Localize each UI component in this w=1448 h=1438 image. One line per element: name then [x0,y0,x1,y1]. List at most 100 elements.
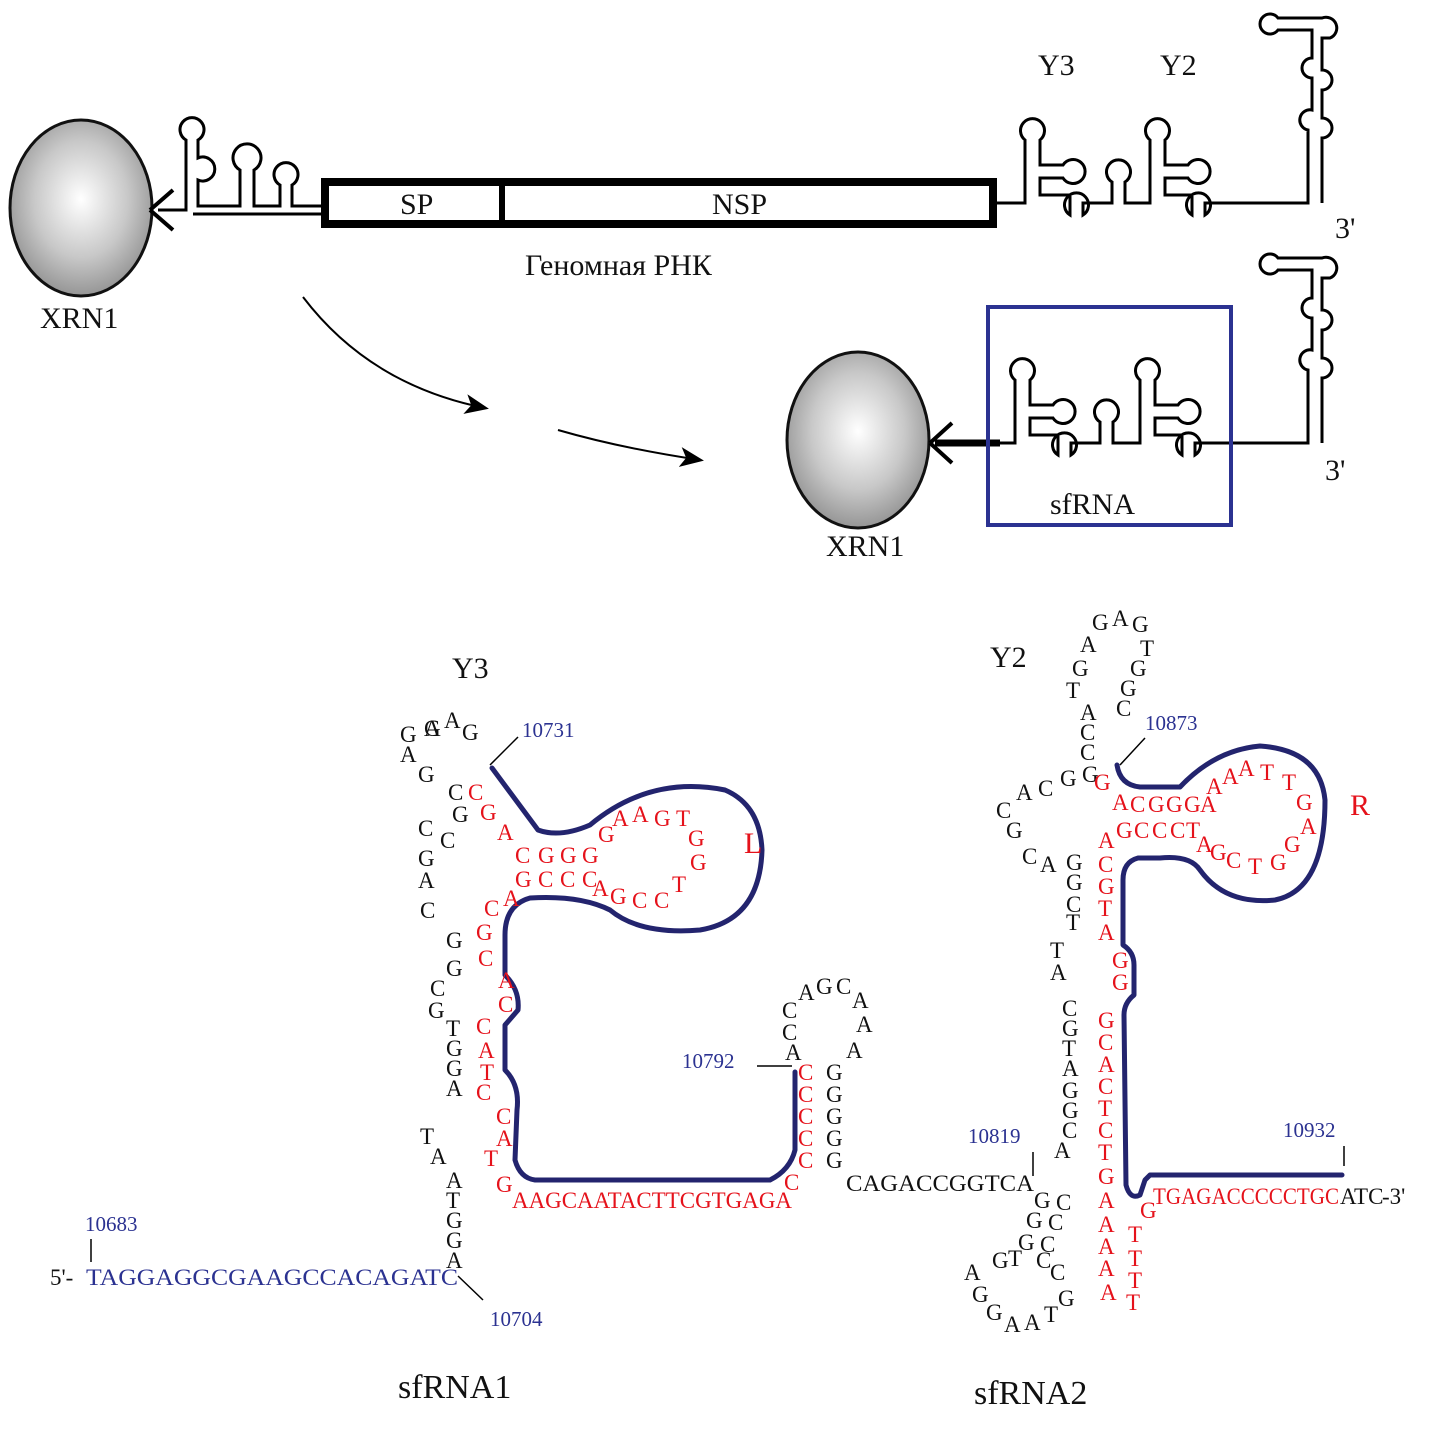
nucleotide-y2-left-black: G [1006,818,1023,843]
r-loop-outline [1114,743,1345,1199]
nucleotide-y2-red-R-loop: A [1206,774,1223,799]
nucleotide-y2-red-right-strand: G [1112,970,1129,995]
nucleotide-y2-red-right-strand: A [1098,1188,1115,1213]
five-prime-label: 5'- [50,1265,73,1290]
sequence-structures-panel: 10683 10704 10731 10792 10819 10873 1093… [50,606,1405,1412]
tail-sequence: ATC [1340,1184,1383,1209]
nucleotide-y2-lower-loop-left: G [972,1282,989,1307]
tick-10873 [1119,737,1146,766]
three-prime-label-1: 3' [1335,212,1355,245]
nucleotide-y3-red-lower-stem: C [582,867,597,892]
nucleotide-y3-left-stem-black: A [400,742,417,767]
y2-title: Y2 [990,641,1027,674]
position-10683: 10683 [85,1212,138,1236]
nucleotide-y2-red-right-strand: A [1100,1280,1117,1305]
nucleotide-y2-lower-loop-left: T [1008,1246,1022,1271]
nucleotide-y2-top-loop-black: A [1112,606,1129,631]
nucleotide-y2-red-right-strand: A [1098,1234,1115,1259]
nucleotide-y2-left-black: T [1062,1036,1076,1061]
nucleotide-y2-left-black: C [1080,740,1095,765]
nucleotide-hp-black-loop: A [856,1012,873,1037]
nucleotide-y2-lower-loop-left: G [986,1300,1003,1325]
nucleotide-y2-lower-loop-right: G [1058,1286,1075,1311]
nucleotide-y2-red-R-loop: G [1296,790,1313,815]
y2-label-top: Y2 [1160,49,1197,82]
nucleotide-y2-left-black: C [1066,892,1081,917]
nucleotide-y2-left-black: G [1060,766,1077,791]
nucleotide-y3-red-L-loop: T [676,806,690,831]
xrn1-label-1: XRN1 [40,302,118,335]
nucleotide-y3-left-stem-black: A [446,1248,463,1273]
nucleotide-y2-left-black: G [1062,1098,1079,1123]
nucleotide-y3-left-stem-black: T [446,1016,460,1041]
linker-sequence: CAGACCGGTCA [846,1171,1034,1196]
nucleotide-y2-left-black: G [1066,870,1083,895]
nucleotide-y2-red-R-loop: G [1210,840,1227,865]
nucleotide-y3-left-stem-black: C [418,816,433,841]
nucleotide-y3-left-stem-black: G [452,802,469,827]
nucleotide-y2-top-loop-black: C [1116,696,1131,721]
nucleotide-y3-red-upper-stem: G [582,843,599,868]
nucleotide-y2-red-right-strand: G [1098,1164,1115,1189]
position-10704: 10704 [490,1307,543,1331]
three-prime-label-2: 3' [1325,454,1345,487]
y2-tail-sequence: TGAGACCCCCTGC [1153,1184,1339,1209]
nucleotide-y2-red-right-strand: G [1098,1008,1115,1033]
nucleotide-y2-red-right-strand: C [1098,852,1113,877]
nucleotide-y2-red-G: G [1094,770,1111,795]
nucleotide-y2-left-black: T [1050,938,1064,963]
nucleotide-hp-black-g: G [826,1060,843,1085]
nucleotide-y3-red-right-strand: C [478,946,493,971]
nucleotide-y3-red-L-loop: C [632,888,647,913]
nucleotide-hp-black-g: G [826,1126,843,1151]
nucleotide-y2-red-upper-stem: C [1130,792,1145,817]
nucleotide-y3-red-L-loop: G [654,806,671,831]
genomic-rna-panel: SP NSP Геномная РНК XRN1 Y3 Y2 3' XRN1 s… [8,12,1355,563]
position-10873: 10873 [1145,711,1198,735]
sfrna1-caption: sfRNA1 [398,1369,511,1406]
nucleotide-y2-red-lower-stem: C [1134,818,1149,843]
nucleotide-y3-left-stem-black: G [446,1036,463,1061]
nucleotide-y2-left-black: A [1040,852,1057,877]
nucleotide-y2-red-R-loop: A [1196,832,1213,857]
nucleotide-y3-left-stem-black: G [446,1228,463,1253]
three-prime-utr-structures-top: Y3 Y2 3' [995,12,1355,245]
nucleotide-y3-left-stem-black: T [420,1124,434,1149]
nucleotide-y3-left-stem-black: G [418,762,435,787]
nucleotide-y2-top-loop-black: T [1066,678,1080,703]
sfrna2-caption: sfRNA2 [974,1375,1087,1412]
nucleotide-hp-black-loop: A [798,980,815,1005]
nucleotide-y3-red-right-strand: C [498,992,513,1017]
nucleotide-y2-red-R-loop: G [1270,850,1287,875]
nucleotide-hp-red-c: C [798,1082,813,1107]
nucleotide-y2-left-black: A [1050,960,1067,985]
nucleotide-y2-left-black: G [1082,762,1099,787]
position-10731: 10731 [522,718,575,742]
nucleotide-y2-lower-loop-right: C [1040,1232,1055,1257]
nucleotide-y2-lower-loop-left: G [1018,1230,1035,1255]
l-loop-outline [489,765,798,1183]
nucleotide-y3-left-stem-black: A [424,716,441,741]
nucleotide-y2-red-tail-left: T [1128,1246,1142,1271]
nucleotide-y2-top-loop-black: T [1140,636,1154,661]
nucleotide-y2-left-black: C [1022,844,1037,869]
nucleotide-y2-red-right-strand: A [1098,1052,1115,1077]
nucleotide-y3-left-stem-black: G [428,998,445,1023]
nucleotide-y3-red-L-loop: G [598,822,615,847]
nucleotide-y3-left-stem-black: G [446,1208,463,1233]
nucleotide-y2-red-R-loop: T [1248,854,1262,879]
leader-sequence: TAGGAGGCGAAGCCACAGATC [86,1265,458,1290]
nucleotide-y2-red-right-strand: G [1112,948,1129,973]
process-arrow-1 [302,296,489,414]
xrn1-jaw-icon-1 [148,188,175,232]
nucleotide-y2-red-tail-left: T [1128,1222,1142,1247]
nucleotide-y3-red-lower-stem: C [538,867,553,892]
nucleotide-y2-top-loop-black: G [1132,612,1149,637]
nucleotide-y2-top-loop-black: G [1120,676,1137,701]
nucleotide-y2-top-loop-black: G [1130,656,1147,681]
nucleotide-y2-red-right-strand: T [1098,1140,1112,1165]
position-10819: 10819 [968,1124,1021,1148]
y3-bottom-strand: AAGCAATACTTCGTGAGA [512,1188,792,1213]
nucleotide-y2-red-right-strand: A [1098,920,1115,945]
nucleotide-y2-red-lower-stem: C [1152,818,1167,843]
